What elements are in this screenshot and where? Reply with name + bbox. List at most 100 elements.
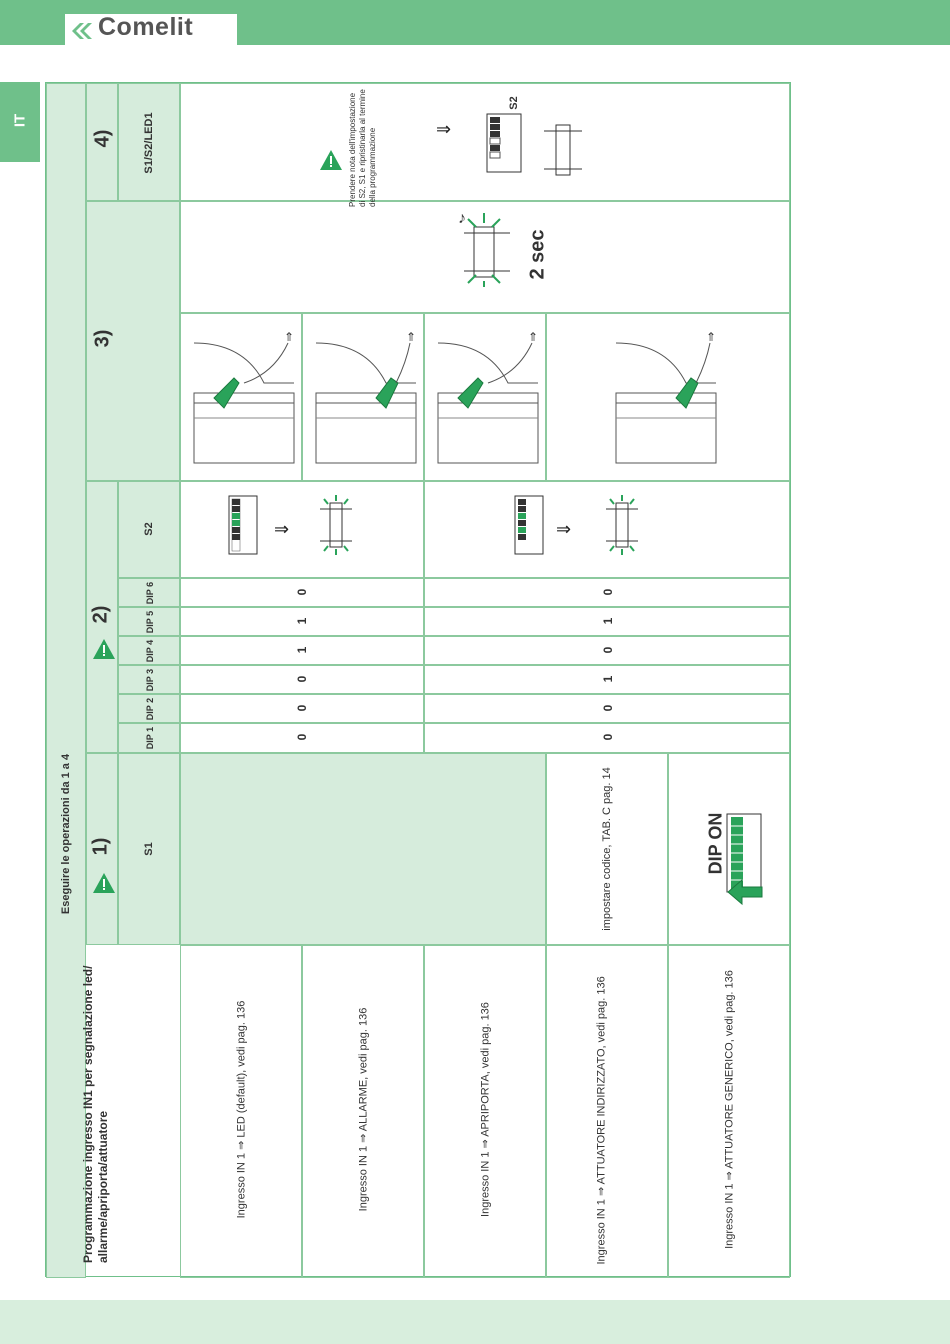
dip-switch-icon: [228, 495, 258, 555]
hand-press-icon: ⇑: [193, 330, 295, 464]
tab-c-note: impostare codice, TAB. C pag. 14: [601, 767, 613, 931]
programming-table: Programmazione ingresso IN1 per segnalaz…: [45, 82, 791, 1278]
dip1-value-g2: 0: [601, 733, 615, 741]
s1-col-label: S1: [143, 842, 155, 856]
s2-col-label: S2: [143, 522, 155, 536]
dip-switch-icon: [726, 813, 762, 893]
s2-mini-label: S2: [508, 96, 520, 110]
dip2-value-g1: 0: [295, 704, 309, 712]
dip-on-cell: [668, 753, 790, 945]
led-blink-icon: [606, 495, 638, 555]
hand-press-cell: [302, 313, 424, 481]
dip4-value-g2: 0: [601, 646, 615, 654]
row-allarme: [302, 945, 424, 1278]
row-attuatore-generico-label: Ingresso IN 1 ⇒ ATTUATORE GENERICO, vedi…: [723, 970, 736, 1249]
warning-icon: [93, 873, 115, 893]
s2-device-icon: [544, 124, 582, 176]
dip6-header-label: DIP 6: [145, 581, 155, 605]
s1-default-area: [180, 753, 546, 945]
dip-on-label: DIP ON: [705, 812, 726, 875]
step3-label: 3): [91, 329, 114, 348]
s1-header: [118, 753, 180, 945]
s2-setting-g2: [424, 481, 790, 578]
instructions-text: Eseguire le operazioni da 1 a 4: [60, 753, 72, 915]
language-tab-label: IT: [11, 113, 29, 128]
dip2-value-g2: 0: [601, 704, 615, 712]
dip1-value-g1: 0: [295, 733, 309, 741]
dip-cell: [180, 607, 424, 636]
warning-icon: [93, 639, 115, 659]
dip2-header: [118, 694, 180, 723]
s1s2led1-header: [118, 83, 180, 201]
dip-cell: [180, 636, 424, 665]
dip-cell: [424, 665, 790, 694]
dip3-header-label: DIP 3: [145, 668, 155, 692]
tab-c-cell: [546, 753, 668, 945]
dip-cell: [424, 578, 790, 607]
step1-header: [86, 753, 118, 945]
dip2-header-label: DIP 2: [145, 697, 155, 721]
restore-cell: [180, 83, 790, 201]
row-attuatore-indirizzato: [546, 945, 668, 1278]
comelit-logo-icon: [72, 23, 92, 39]
svg-text:⇑: ⇑: [284, 330, 294, 344]
arrow-icon: [727, 878, 763, 906]
dip4-header-label: DIP 4: [145, 639, 155, 663]
arrow-right-icon: ⇒: [436, 119, 452, 139]
svg-text:⇑: ⇑: [528, 330, 538, 344]
brand-name: Comelit: [98, 13, 194, 41]
arrow-right-icon: ⇒: [274, 519, 290, 539]
two-sec-cell: [180, 201, 790, 313]
dip5-header-label: DIP 5: [145, 610, 155, 634]
dip4-value-g1: 1: [295, 646, 309, 654]
led-blink-icon: [320, 495, 352, 555]
dip3-value-g2: 1: [601, 675, 615, 683]
svg-text:⇑: ⇑: [406, 330, 416, 344]
dip1-header: [118, 723, 180, 753]
row-attuatore-indirizzato-label: Ingresso IN 1 ⇒ ATTUATORE INDIRIZZATO, v…: [595, 976, 608, 1265]
language-tab[interactable]: [0, 82, 40, 162]
dip6-value-g1: 0: [295, 588, 309, 596]
dip-cell: [180, 665, 424, 694]
dip6-header: [118, 578, 180, 607]
logo: [65, 14, 237, 45]
row-allarme-label: Ingresso IN 1 ⇒ ALLARME, vedi pag. 136: [357, 1007, 370, 1212]
svg-text:⇑: ⇑: [706, 330, 716, 344]
step4-label: 4): [91, 129, 114, 148]
step2-label: 2): [89, 605, 112, 624]
hand-press-icon: ⇑: [615, 330, 717, 464]
row-led-label: Ingresso IN 1 ⇒ LED (default), vedi pag.…: [235, 1000, 248, 1219]
dip4-header: [118, 636, 180, 665]
warning-icon: [320, 150, 342, 170]
left-strip: [46, 83, 86, 1278]
step3-header: [86, 201, 180, 481]
hand-press-cell: [546, 313, 790, 481]
step4-header: [86, 83, 118, 201]
row-apriporta: [424, 945, 546, 1278]
restore-note: Prendere nota dell'impostazione di S2, S…: [348, 89, 377, 207]
svg-text:♪: ♪: [458, 210, 466, 227]
dip-cell: [180, 694, 424, 723]
row-led: [180, 945, 302, 1278]
dip-cell: [180, 723, 424, 753]
row-apriporta-label: Ingresso IN 1 ⇒ APRIPORTA, vedi pag. 136: [479, 1002, 492, 1217]
dip5-value-g1: 1: [295, 617, 309, 625]
hand-press-icon: ⇑: [437, 330, 539, 464]
dip-cell: [424, 694, 790, 723]
hand-press-icon: ⇑: [315, 330, 417, 464]
arrow-right-icon: ⇒: [556, 519, 572, 539]
step1-label: 1): [89, 837, 112, 856]
hand-press-cell: [424, 313, 546, 481]
led-blink-icon: ♪: [458, 210, 510, 287]
dip-cell: [424, 636, 790, 665]
footer-bar: [0, 1300, 950, 1344]
dip3-header: [118, 665, 180, 694]
dip-cell: [424, 723, 790, 753]
dip-switch-icon: [514, 495, 544, 555]
step2-header: [86, 481, 118, 753]
row-attuatore-generico: [668, 945, 790, 1278]
s1s2led1-col-label: S1/S2/LED1: [143, 112, 155, 174]
dip1-header-label: DIP 1: [145, 726, 155, 750]
dip6-value-g2: 0: [601, 588, 615, 596]
dip3-value-g1: 0: [295, 675, 309, 683]
